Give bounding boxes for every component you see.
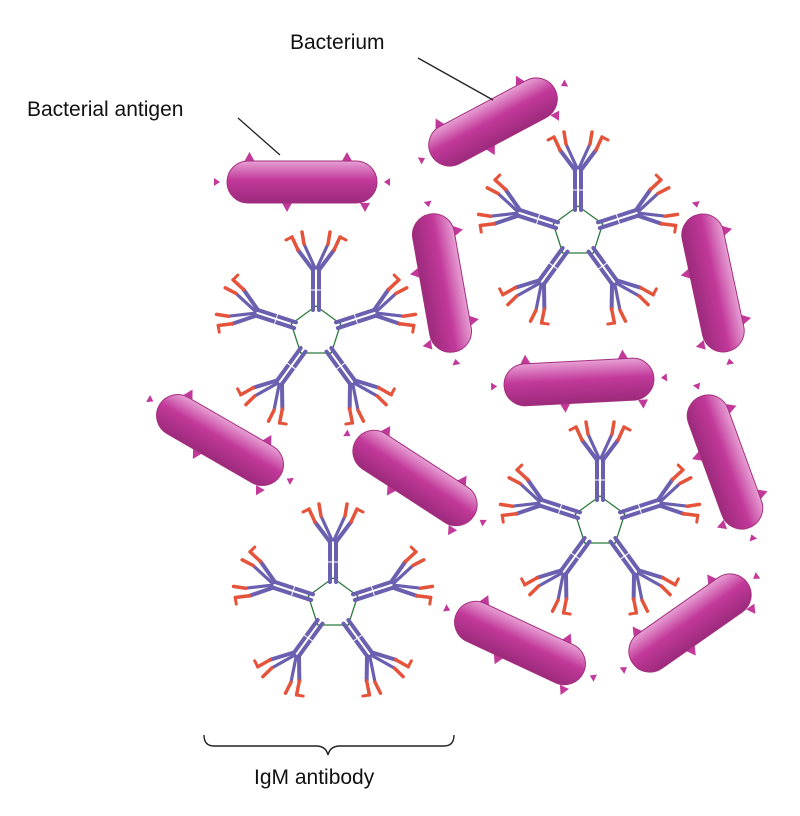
igm-monomer-arm [495,232,589,330]
label-bacterial-antigen-group: Bacterial antigen [27,98,280,155]
antigen-spike [444,525,457,538]
antigen-spike [282,203,292,212]
igm-monomer-arm [303,504,363,582]
igm-bracket [204,735,454,755]
igm-monomer-arm [233,332,327,430]
igm-pentamer-icon [474,132,683,331]
bacterium-icon [668,374,781,551]
igm-monomer-arm [548,132,608,210]
antigen-spike [556,685,569,697]
bacterium-icon [329,408,501,549]
igm-monomer-arm [250,604,344,702]
bacterial-antigen-label: Bacterial antigen [27,98,183,121]
igm-monomer-arm [612,463,705,544]
igm-monomer-arm [517,522,611,620]
antigen-spike [638,399,648,409]
igm-monomer-arm [567,232,661,330]
igm-pentamer-icon [229,504,438,703]
igm-monomer-arm [322,604,416,702]
bacterium-icon [605,551,775,695]
igm-antibody-label: IgM antibody [254,766,375,789]
igm-monomer-arm [474,173,567,254]
bacterium-leader-line [418,58,493,100]
igm-monomer-arm [345,545,438,626]
antigen-spike [245,152,255,161]
antigen-spike [342,152,352,161]
antigen-spike [560,403,570,413]
bacterium-label: Bacterium [290,31,385,54]
label-igm-antibody-group: IgM antibody [204,735,454,789]
igm-pentamer-icon [496,422,705,621]
igm-monomer-arm [212,273,305,354]
antigen-spike [617,349,627,359]
bacterium-icon [214,152,390,212]
igm-monomer-arm [496,463,589,544]
bacterium-icon [398,196,486,370]
antigen-spike [360,203,370,212]
igm-pentamer-icon [212,232,421,431]
igm-monomer-arm [305,332,399,430]
bacterium-icon [666,196,759,371]
igm-monomer-arm [589,522,683,620]
igm-monomer-arm [590,173,683,254]
antigen-spike [252,485,265,498]
igm-monomer-arm [229,545,322,626]
antigen-spike [695,340,706,352]
label-bacterium-group: Bacterium [290,31,493,100]
bacterium-icon [406,57,581,188]
bacterium-icon [432,581,608,706]
igm-monomer-arm [286,232,346,310]
igm-monomer-arm [328,273,421,354]
igm-monomer-arm [570,422,630,500]
antigen-spike [422,340,433,351]
bacterium-icon [490,347,669,416]
bacteria [133,57,781,706]
antigen-spike [520,355,530,365]
bacterial-antigen-leader-line [238,118,280,155]
